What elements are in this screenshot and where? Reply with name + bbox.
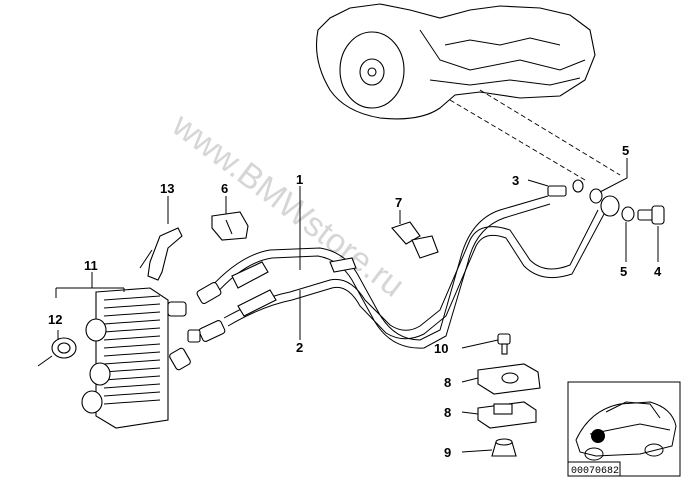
pipe-end-fitting: [547, 179, 584, 197]
callout-8-upper: 8: [444, 375, 451, 390]
callout-13: 13: [160, 181, 174, 196]
line-clip: [211, 211, 249, 241]
reference-code: 00070682: [571, 466, 619, 477]
hose-sleeve: [329, 257, 357, 273]
oil-cooler-line: [209, 195, 605, 349]
oil-cooler: [81, 287, 191, 429]
watermark: www.BMWstore.ru: [164, 105, 411, 304]
callout-1: 1: [296, 172, 303, 187]
hose-sleeve: [231, 261, 269, 289]
line-fitting-lower: [187, 320, 226, 343]
seal-ring: [572, 179, 584, 193]
hex-bolt: [497, 333, 511, 355]
callout-5-lower: 5: [620, 264, 627, 279]
callout-4: 4: [654, 264, 662, 279]
holder-lower: [477, 401, 537, 429]
line-fitting-upper: [196, 281, 222, 305]
cooler-seal-ring: [51, 337, 77, 359]
callout-3: 3: [512, 173, 519, 188]
callout-12: 12: [48, 312, 62, 327]
seal-ring-5-upper: [589, 188, 603, 204]
callout-9: 9: [444, 445, 451, 460]
callout-10: 10: [434, 341, 448, 356]
banjo-bolt: [637, 205, 665, 225]
grommet: [491, 438, 517, 457]
callout-11: 11: [84, 258, 98, 273]
callout-7: 7: [395, 195, 402, 210]
callout-5-upper: 5: [622, 143, 629, 158]
seal-ring-5-lower: [621, 206, 635, 222]
callout-6: 6: [221, 181, 228, 196]
callout-2: 2: [296, 340, 303, 355]
transmission-housing: [315, 3, 596, 120]
pipe-holder: [391, 221, 439, 259]
holder-upper: [477, 363, 541, 395]
line-holder-bracket: [139, 227, 183, 281]
hose-sleeve: [237, 289, 277, 317]
banjo-fitting: [600, 195, 620, 217]
location-marker: [591, 429, 605, 443]
callout-8-lower: 8: [444, 405, 451, 420]
vehicle-location-inset: 00070682: [567, 381, 681, 477]
